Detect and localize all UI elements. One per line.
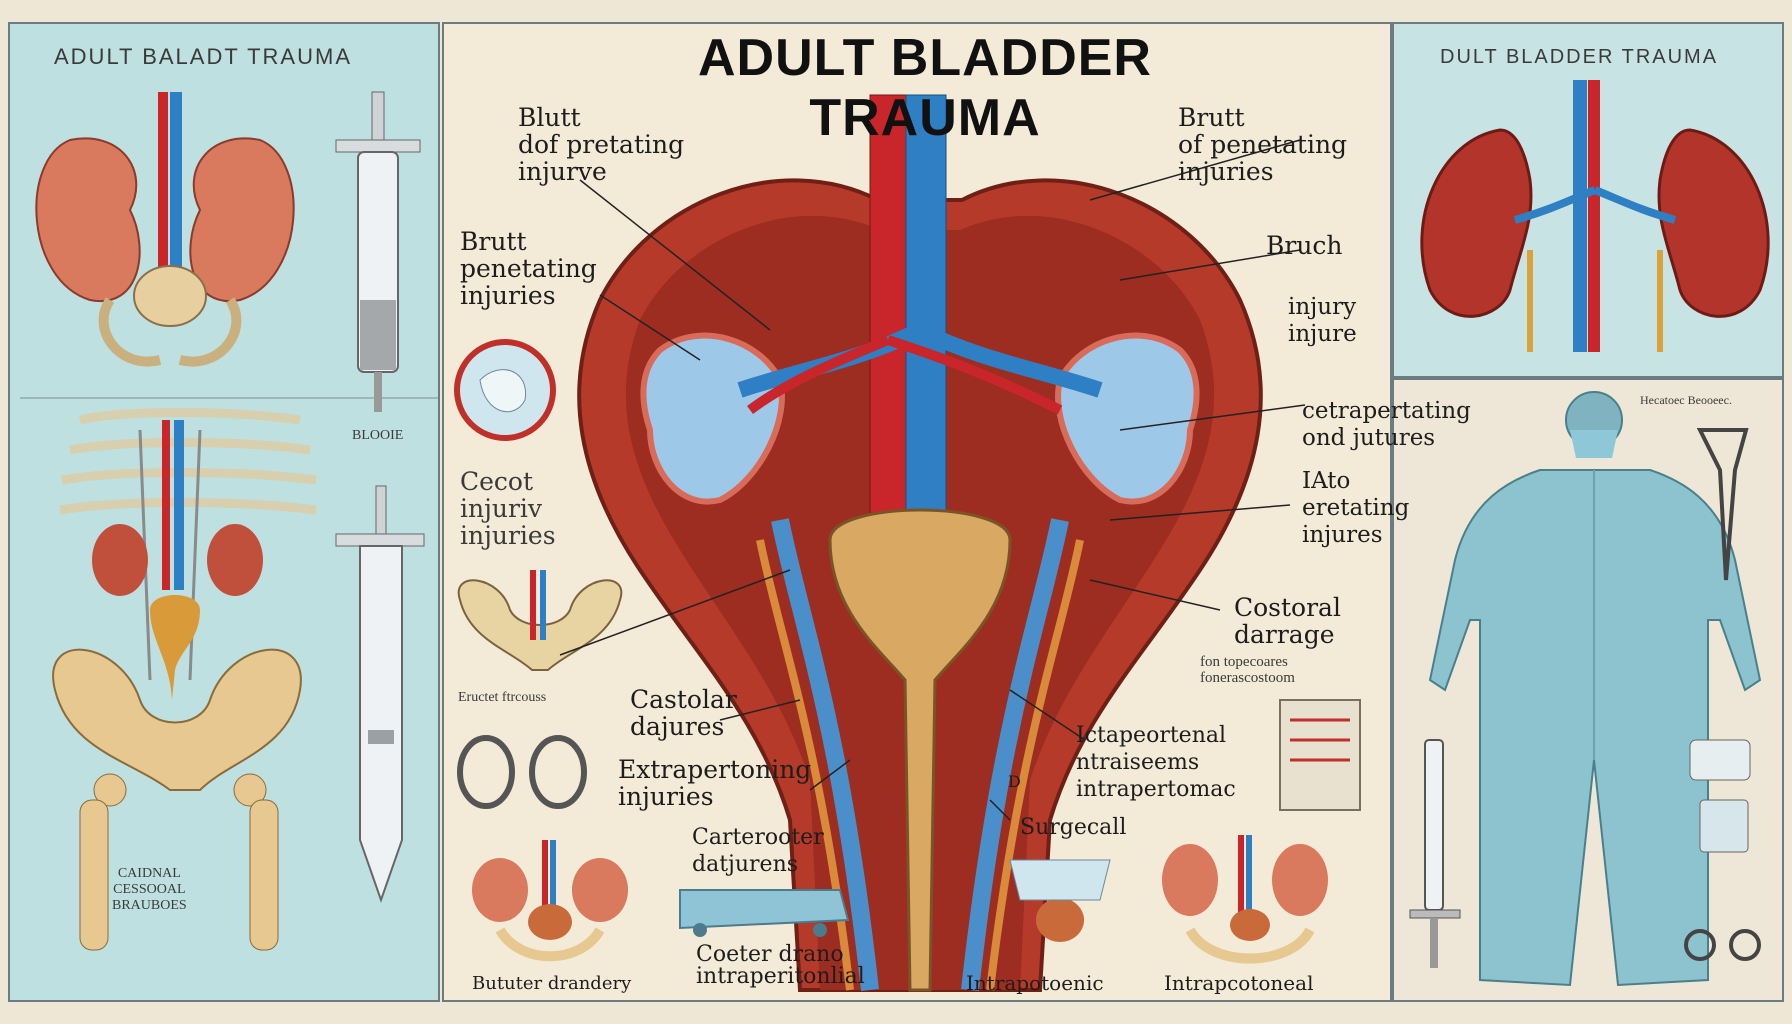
label-eructet: Eructet ftrcouss	[458, 690, 547, 705]
small-equipment-illustration	[1684, 739, 1761, 961]
bottom-pelvis-illustration-1	[472, 840, 628, 962]
label-cetrapertating: cetrapertating ond jutures	[1302, 398, 1471, 451]
label-bruch: Bruch	[1266, 231, 1343, 260]
surgeon-caption: Hecatoec Beooeec.	[1640, 393, 1732, 407]
small-pelvis-illustration	[457, 570, 623, 671]
label-blutt-pretating: Blutt dof pretating injurve	[518, 103, 685, 186]
left-pelvis-illustration	[52, 408, 317, 951]
page-title: ADULT BLADDER TRAUMA	[698, 29, 1152, 147]
label-d: D	[1008, 772, 1021, 791]
right-kidney-illustration	[1420, 80, 1770, 352]
label-ictapeortenal: Ictapeortenal ntraiseems intrapertomac	[1076, 723, 1236, 802]
label-injury: injury injure	[1288, 294, 1357, 347]
label-intrapcotoneal: Intrapcotoneal	[1164, 971, 1314, 995]
label-costoral: Costoral darrage	[1234, 593, 1341, 649]
label-intraperitonlial: Coeter drano intraperitonlial	[696, 942, 865, 989]
label-castolar: Castolar dajures	[630, 685, 737, 741]
stretcher-illustration	[679, 889, 850, 937]
label-iato: IAto eretating injures	[1302, 468, 1410, 548]
right-panel-header: DULT BLADDER TRAUMA	[1440, 46, 1719, 68]
central-bladder-cross-section	[577, 94, 1263, 992]
label-cecot-injuries: Cecot injuriv injuries	[460, 467, 556, 550]
label-extrapertoning: Extrapertoning injuries	[618, 755, 812, 811]
label-intrapotoenic: Intrapotoenic	[966, 971, 1104, 995]
left-panel-header: ADULT BALADT TRAUMA	[54, 44, 352, 69]
surgeon-illustration	[1428, 391, 1762, 987]
bottom-bladder-illustration	[1009, 859, 1111, 942]
label-leader-lines	[559, 139, 1306, 821]
device-sketch-illustration	[1279, 699, 1361, 811]
right-syringe-illustration	[1409, 739, 1461, 968]
syringe-caption: BLOOIE	[352, 428, 404, 443]
syringe-illustration-bottom	[335, 485, 425, 904]
bottom-pelvis-illustration-2	[1162, 835, 1328, 964]
label-carterooter: Carterooter datjurens	[692, 825, 824, 877]
syringe-illustration-top	[335, 91, 421, 412]
label-topecoares: fon topecoares fonerascostoom	[1200, 654, 1295, 686]
label-brutt-penetating: Brutt penetating injuries	[460, 227, 597, 310]
forceps-illustration	[1696, 428, 1749, 581]
label-bututer-drandery: Bututer drandery	[472, 973, 632, 994]
label-surgecall: Surgecall	[1020, 815, 1127, 840]
left-kidney-illustration	[35, 92, 295, 367]
label-brutt-penetating-right: Brutt of penetating injuries	[1178, 103, 1348, 186]
left-bottom-caption: CAIDNAL CESSOOAL BRAUBOES	[112, 866, 187, 913]
inset-circle-illustration	[454, 339, 556, 441]
ring-clamps-illustration	[457, 735, 587, 809]
